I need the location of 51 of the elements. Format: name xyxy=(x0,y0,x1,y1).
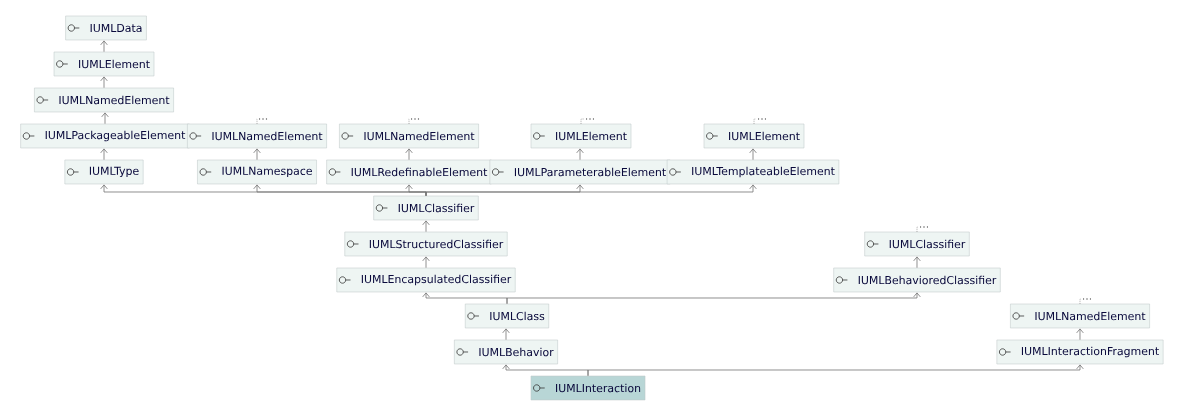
arrow xyxy=(502,328,510,341)
interface-box: IUMLElement xyxy=(530,123,632,149)
interface-box: IUMLNamedElement xyxy=(34,87,174,113)
interface-box: IUMLRedefinableElement xyxy=(326,159,492,185)
ellipsis-label: ... xyxy=(919,226,929,228)
arrow xyxy=(101,112,109,125)
connector-line xyxy=(1079,298,1082,305)
interface-box: IUMLType xyxy=(64,159,144,185)
interface-box: IUMLInteractionFragment xyxy=(996,339,1164,365)
arrow xyxy=(913,256,921,269)
interface-box: IUMLBehavior xyxy=(454,339,558,365)
interface-box: IUMLPackageableElement xyxy=(20,123,190,149)
interface-box: IUMLClass xyxy=(465,303,550,329)
arrow xyxy=(506,292,921,305)
interface-box: IUMLNamedElement xyxy=(339,123,479,149)
interface-box: IUMLNamespace xyxy=(197,159,317,185)
connector-line xyxy=(916,226,919,233)
interface-box: IUMLElement xyxy=(53,51,155,77)
connector-line xyxy=(753,118,757,125)
interface-box: IUMLNamedElement xyxy=(1010,303,1150,329)
arrow xyxy=(100,76,108,89)
interface-box: IUMLClassifier xyxy=(864,231,970,257)
arrow xyxy=(100,148,108,161)
arrow xyxy=(422,256,430,269)
connector-line xyxy=(408,118,410,125)
ellipsis-label: ... xyxy=(1082,298,1092,300)
arrow xyxy=(576,148,584,161)
ellipsis-label: ... xyxy=(585,118,595,120)
interface-box: IUMLParameterableElement xyxy=(489,159,671,185)
arrow xyxy=(405,148,413,161)
interface-box: IUMLStructuredClassifier xyxy=(344,231,508,257)
interface-box: IUMLBehavioredClassifier xyxy=(833,267,1001,293)
arrow xyxy=(1076,328,1084,341)
ellipsis-label: ... xyxy=(757,118,767,120)
interface-box: IUMLClassifier xyxy=(373,195,479,221)
arrow xyxy=(100,40,108,53)
arrow xyxy=(749,148,757,161)
interface-box: IUMLData xyxy=(65,15,147,41)
arrow xyxy=(253,148,261,161)
interface-box: IUMLTemplateableElement xyxy=(666,159,840,185)
ellipsis-label: ... xyxy=(410,118,420,120)
arrow xyxy=(425,184,757,197)
interface-box: IUMLElement xyxy=(703,123,805,149)
interface-box: IUMLEncapsulatedClassifier xyxy=(336,267,516,293)
connector-line xyxy=(580,118,585,125)
ellipsis-label: ... xyxy=(258,118,268,120)
arrow xyxy=(422,220,430,233)
arrow xyxy=(587,364,1084,377)
interface-box: IUMLInteraction xyxy=(530,375,646,401)
connector-line xyxy=(256,118,258,125)
interface-box: IUMLNamedElement xyxy=(187,123,327,149)
